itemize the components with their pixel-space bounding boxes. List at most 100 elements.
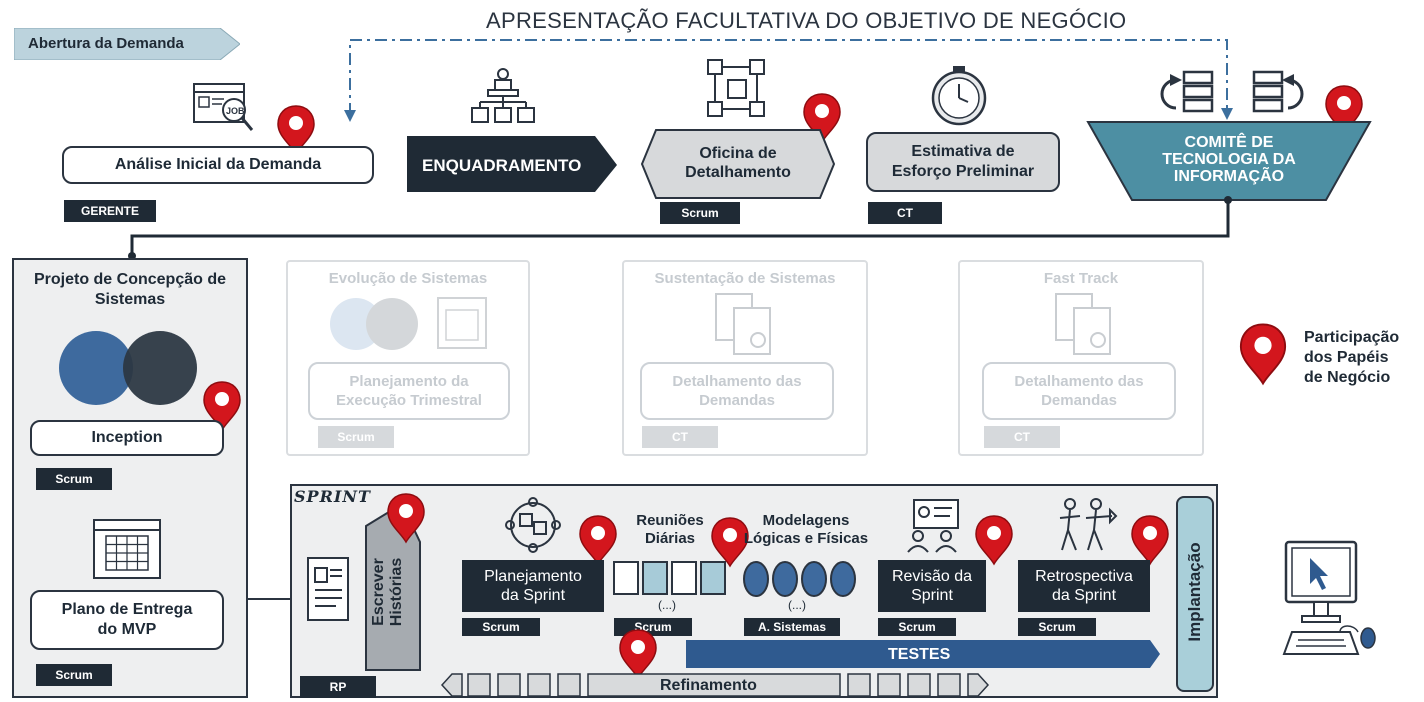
objective-label: APRESENTAÇÃO FACULTATIVA DO OBJETIVO DE … <box>486 8 1127 33</box>
computer-cursor-icon <box>1282 540 1376 655</box>
venn-icon <box>330 297 487 350</box>
document-certificate-icon <box>715 293 771 355</box>
sustentacao-tag: CT <box>642 426 718 448</box>
rp-tag-label: RP <box>329 680 347 694</box>
implantacao-label: Implantação <box>1185 542 1204 642</box>
retrospectiva-box: Retrospectiva da Sprint <box>1018 560 1150 612</box>
oficina-scrum-tag: Scrum <box>660 202 740 224</box>
planejamento-scrum-tag: Scrum <box>462 618 540 636</box>
oficina-line1: Oficina de <box>699 145 777 162</box>
analise-inicial-box: Análise Inicial da Demanda <box>62 146 374 184</box>
oficina-line2: Detalhamento <box>685 164 791 181</box>
plano-tag-label: Scrum <box>55 668 93 682</box>
projeto-title-line1: Projeto de Concepção de <box>33 271 227 288</box>
venn-icon <box>59 331 197 405</box>
inception-tag-label: Scrum <box>55 472 93 486</box>
inception-scrum-tag: Scrum <box>36 468 112 490</box>
planning-puzzle-icon <box>505 497 561 553</box>
oficina-label: Oficina de Detalhamento <box>660 144 816 182</box>
comite-trapezoid <box>1086 121 1372 201</box>
abertura-banner-shape <box>14 28 240 60</box>
hierarchy-icon <box>471 68 535 123</box>
fast-track-panel <box>958 260 1204 456</box>
enquadramento-arrow <box>407 136 617 192</box>
implantacao-box <box>1176 496 1214 692</box>
participation-pin-icon <box>975 515 1013 565</box>
participation-pin-icon <box>579 515 617 565</box>
plano-line1: Plano de Entrega <box>61 601 193 618</box>
projeto-title-line2: Sistemas <box>94 291 166 308</box>
reunioes-line2: Diárias <box>644 530 696 547</box>
revisao-scrum-tag: Scrum <box>878 618 956 636</box>
escrever-label: Escrever Histórias <box>370 550 414 634</box>
sustentacao-box-line2: Demandas <box>699 392 775 409</box>
sustentacao-title: Sustentação de Sistemas <box>654 270 836 287</box>
legend-line1: Participação <box>1304 329 1400 346</box>
estimativa-line1: Estimativa de <box>911 143 1015 160</box>
legend-line3: de Negócio <box>1304 369 1391 386</box>
planejamento-box: Planejamento da Sprint <box>462 560 604 612</box>
evolucao-box-line1: Planejamento da <box>349 373 469 390</box>
modelagens-label: Modelagens Lógicas e Físicas <box>736 512 876 548</box>
refinamento-label: Refinamento <box>660 677 757 694</box>
collaboration-icon <box>707 59 765 117</box>
abertura-banner: Abertura da Demanda <box>14 28 240 60</box>
fast-track-title: Fast Track <box>1043 270 1119 287</box>
comite-to-projeto-connector <box>128 196 1232 260</box>
sustentacao-tag-label: CT <box>672 430 688 444</box>
sustentacao-box-line1: Detalhamento das <box>672 373 802 390</box>
refinamento-bar <box>440 673 990 697</box>
revisao-box: Revisão da Sprint <box>878 560 986 612</box>
analise-inicial-label: Análise Inicial da Demanda <box>114 156 322 173</box>
projeto-to-sprint-connector <box>248 598 292 600</box>
gerente-tag-label: GERENTE <box>80 204 139 218</box>
planejamento-line1: Planejamento <box>484 568 582 585</box>
reunioes-line1: Reuniões <box>636 512 704 529</box>
document-certificate-icon <box>1055 293 1111 355</box>
modelagens-tag: A. Sistemas <box>744 618 840 636</box>
inception-box: Inception <box>30 420 224 456</box>
evolucao-tag-label: Scrum <box>337 430 375 444</box>
evolucao-tag: Scrum <box>318 426 394 448</box>
fast-track-box-line2: Demandas <box>1041 392 1117 409</box>
svg-text:JOB: JOB <box>226 106 245 116</box>
fast-track-box-line1: Detalhamento das <box>1014 373 1144 390</box>
plano-mvp-box: Plano de Entrega do MVP <box>30 590 224 650</box>
rp-tag: RP <box>300 676 376 698</box>
calendar-icon <box>93 519 161 579</box>
objective-dashed-connector <box>344 39 1233 122</box>
estimativa-box: Estimativa de Esforço Preliminar <box>866 132 1060 192</box>
plano-line2: do MVP <box>97 621 157 638</box>
reunioes-label: Reuniões Diárias <box>622 512 718 548</box>
reunioes-ellipsis: (...) <box>658 598 676 612</box>
estimativa-ct-tag: CT <box>868 202 942 224</box>
sprint-label: SPRINT <box>294 487 371 506</box>
escrever-line2: Histórias <box>388 557 405 627</box>
planejamento-tag-label: Scrum <box>482 620 520 634</box>
testes-label: TESTES <box>888 646 951 663</box>
daily-meeting-squares <box>613 561 726 595</box>
sustentacao-panel <box>622 260 868 456</box>
evolucao-box: Planejamento da Execução Trimestral <box>308 362 510 420</box>
oficina-hexagon <box>640 129 836 199</box>
oficina-tag-label: Scrum <box>681 206 719 220</box>
plano-scrum-tag: Scrum <box>36 664 112 686</box>
escrever-line1: Escrever <box>370 558 387 626</box>
sustentacao-box: Detalhamento das Demandas <box>640 362 834 420</box>
evolucao-title: Evolução de Sistemas <box>328 270 488 287</box>
retro-line2: da Sprint <box>1051 587 1117 604</box>
stopwatch-icon <box>931 66 987 126</box>
comite-line2: TECNOLOGIA DA <box>1162 151 1296 168</box>
modelagens-tag-label: A. Sistemas <box>757 620 827 634</box>
revisao-tag-label: Scrum <box>898 620 936 634</box>
retrospective-people-icon <box>1059 498 1118 551</box>
evolucao-box-line2: Execução Trimestral <box>336 392 482 409</box>
gerente-tag: GERENTE <box>64 200 156 222</box>
retrospectiva-scrum-tag: Scrum <box>1018 618 1096 636</box>
legend-line2: dos Papéis <box>1304 349 1389 366</box>
comite-label: COMITÊ DE TECNOLOGIA DA INFORMAÇÃO <box>1150 134 1308 185</box>
planejamento-line2: da Sprint <box>500 587 566 604</box>
sort-cycle-icon <box>1160 70 1304 113</box>
profile-document-icon <box>307 557 349 621</box>
fast-track-tag: CT <box>984 426 1060 448</box>
